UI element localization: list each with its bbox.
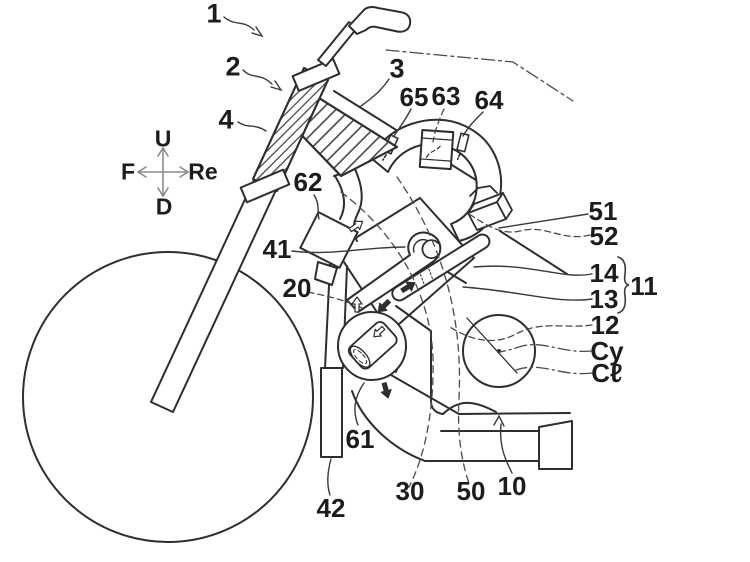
leader-62 [313, 194, 320, 220]
leader-3 [360, 78, 390, 107]
label-13: 13 [589, 284, 619, 314]
leader-52-dashed [468, 213, 591, 238]
label-65: 65 [399, 82, 429, 112]
compass-up-label: U [154, 125, 172, 152]
flow-arrow-solid-3 [380, 382, 392, 399]
label-10: 10 [497, 471, 527, 501]
phantom-fender-line-30 [340, 191, 434, 488]
label-52: 52 [589, 221, 619, 251]
airflow-arrow-open-1 [348, 220, 364, 233]
leader-2-arrowhead [270, 80, 283, 92]
leader-4 [237, 121, 267, 132]
leader-63-dashed [432, 108, 445, 143]
compass-down-label: D [155, 193, 173, 220]
leader-41 [291, 246, 406, 254]
label-4: 4 [218, 104, 234, 135]
leader-65 [393, 108, 412, 137]
leader-64 [462, 111, 484, 137]
label-61: 61 [345, 424, 375, 454]
flow-arrows [348, 220, 416, 399]
phantom-fender-line-50 [396, 176, 471, 487]
fork-top-clamp [291, 58, 341, 92]
leader-10 [499, 423, 513, 474]
front-fork [150, 6, 412, 413]
leader-10-arrowhead [493, 414, 505, 427]
tab-64 [456, 132, 470, 161]
leader-cy-dashdot [499, 343, 593, 353]
leader-42 [327, 458, 332, 496]
leader-51 [498, 213, 589, 229]
airflow-arrow-open-3 [373, 325, 386, 338]
duct-outlet-42 [320, 367, 343, 458]
leader-cl-dashdot [515, 366, 593, 375]
handlebar [348, 6, 412, 35]
cylinder-axis [466, 317, 518, 374]
label-11: 11 [630, 271, 658, 301]
leader-1 [223, 16, 255, 31]
label-51: 51 [588, 196, 618, 226]
label-63: 63 [431, 81, 461, 111]
sensor-box-63 [418, 128, 455, 171]
leader-2 [242, 69, 273, 85]
label-41: 41 [262, 234, 292, 264]
leader-13 [462, 286, 593, 301]
funnel-61 [337, 311, 407, 381]
leader-14 [473, 265, 593, 276]
label-14: 14 [589, 258, 619, 288]
label-50: 50 [456, 476, 486, 506]
label-64: 64 [474, 85, 504, 115]
brace-11 [617, 256, 630, 314]
fork-bottom-clamp [239, 168, 291, 204]
airflow-arrow-open-2 [351, 296, 363, 313]
label-2: 2 [225, 51, 241, 82]
direction-compass [136, 146, 190, 198]
label-62: 62 [293, 167, 323, 197]
flow-arrow-solid-2 [400, 281, 416, 294]
leader-1-arrowhead [251, 26, 264, 38]
frame-centerline-phantom [385, 49, 574, 102]
connector-51 [421, 185, 513, 259]
component-62 [299, 211, 359, 286]
compass-rear-arrowhead [179, 166, 190, 178]
leader-12-dashed [449, 324, 593, 342]
label-3: 3 [389, 53, 405, 84]
compass-down-arrowhead [157, 187, 169, 198]
compass-rear-label: Re [188, 158, 218, 185]
flow-arrow-solid-1 [377, 299, 391, 313]
leader-61 [354, 382, 365, 426]
label-cl: Cℓ [591, 358, 623, 388]
label-30: 30 [395, 476, 425, 506]
label-1: 1 [206, 0, 222, 29]
compass-front-arrowhead [136, 166, 147, 178]
compass-front-label: F [120, 158, 136, 185]
label-cy: Cy [590, 336, 624, 366]
compass-up-arrowhead [157, 146, 169, 157]
label-42: 42 [316, 493, 346, 523]
label-12: 12 [590, 310, 620, 340]
label-20: 20 [282, 273, 312, 303]
